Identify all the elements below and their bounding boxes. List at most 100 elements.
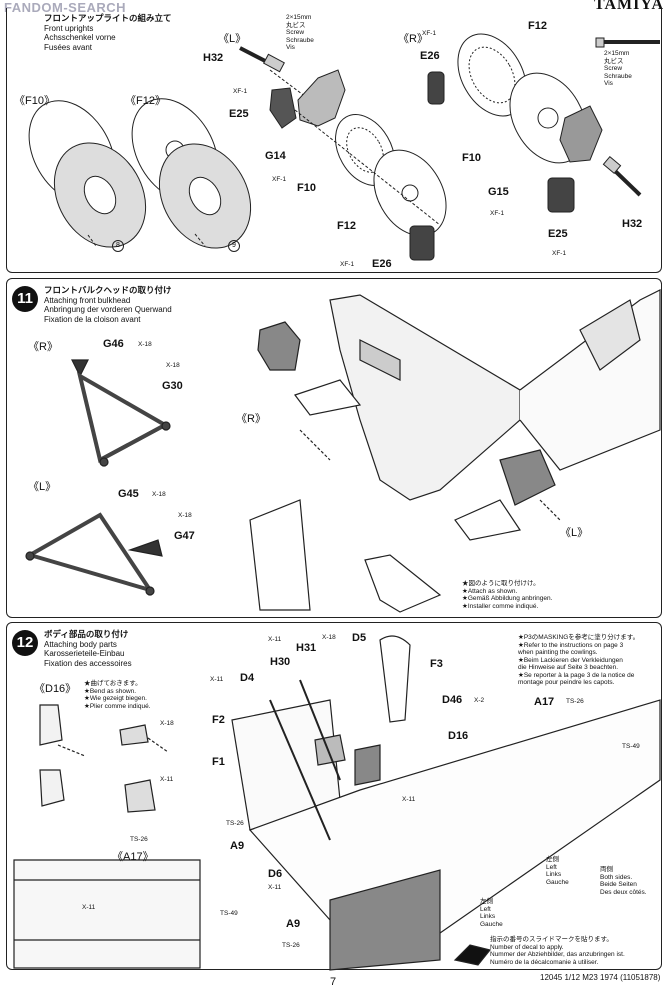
part-f10-l: F10 [297,182,316,194]
part-d4: D4 [240,672,255,684]
step10-screw-text-r: 2×15mm 丸ビス Screw Schraube Vis [604,50,632,87]
step12-left-text: 左側 Left Links Gauche [546,856,569,886]
step12-number: 12 [12,630,38,656]
color-x18-g47: X-18 [178,512,192,519]
color-xf1-e25-r: XF-1 [552,250,567,257]
step11-title-fr: Fixation de la cloison avant [44,314,141,324]
step12-label-d16: 《D16》 [34,683,77,695]
part-f3: F3 [430,658,443,670]
step11-label-r2: 《R》 [236,413,266,425]
part-e26-r: E26 [420,50,440,62]
part-f2: F2 [212,714,225,726]
color-x11-h31: X-11 [268,636,282,643]
step11-panel [6,278,662,618]
color-ts49-floor: TS-49 [220,910,238,917]
color-ts26-a9: TS-26 [226,820,244,827]
step12-masking-note: ★P3のMASKINGを参考に塗り分けます。 ★Refer to the ins… [518,634,640,686]
part-a9b: A9 [286,918,301,930]
color-ts26-a17: TS-26 [130,836,148,843]
color-x18-g46: X-18 [138,341,152,348]
step10-label-r: 《R》 [398,33,428,45]
part-a9: A9 [230,840,245,852]
step12-title-de: Karosserieteile-Einbau [44,649,125,658]
part-e26-l: E26 [372,258,392,270]
footer-code: 12045 1/12 M23 1974 (11051878) [540,973,661,982]
color-xf1-r: XF-1 [422,30,437,37]
step11-label-l: 《L》 [28,481,57,493]
color-x18-g30: X-18 [166,362,180,369]
part-e25-r: E25 [548,228,568,240]
step10-num8: 8 [112,240,124,252]
step11-label-r: 《R》 [28,341,58,353]
step10-title-fr: Fusées avant [44,42,93,52]
part-d6: D6 [268,868,283,880]
step11-label-l2: 《L》 [560,527,589,539]
step11-note: ★図のように取り付けけ。 ★Attach as shown. ★Gemäß Ab… [462,580,553,610]
part-d46: D46 [442,694,463,706]
step12-both-text: 両側 Both sides. Beide Seiten Des deux côt… [600,866,647,896]
color-xf1-g14: XF-1 [272,176,287,183]
color-ts49-r: TS-49 [622,743,640,750]
part-g15: G15 [488,186,509,198]
page-number: 7 [330,976,337,988]
step11-title-jp: フロントバルクヘッドの取り付け [44,285,172,295]
step12-label-a17: 《A17》 [112,851,154,863]
step11-title-de: Anbringung der vorderen Querwand [44,305,172,314]
part-h32-l: H32 [203,52,224,64]
step10-title-jp: フロントアップライトの組み立て [44,13,172,23]
step12-title: ボディ部品の取り付け Attaching body parts Karosser… [44,629,132,668]
part-d5: D5 [352,632,367,644]
part-a17: A17 [534,696,555,708]
step11-number: 11 [12,286,38,312]
part-h32-r: H32 [622,218,643,230]
step12-left-text2: 左側 Left Links Gauche [480,898,503,928]
color-x2-d46: X-2 [474,697,485,704]
color-x11-floor: X-11 [82,904,96,911]
step12-title-en: Attaching body parts [44,639,117,649]
step11-title: フロントバルクヘッドの取り付け Attaching front bulkhead… [44,285,172,324]
part-g30: G30 [162,380,183,392]
part-h31: H31 [296,642,317,654]
step12-bend-note: ★曲げておきます。 ★Bend as shown. ★Wie gezeigt b… [84,680,151,710]
step10-screw-text: 2×15mm 丸ビス Screw Schraube Vis [286,14,314,51]
part-g14: G14 [265,150,286,162]
part-f12-l: F12 [337,220,356,232]
brand-logo: TAMIYA [593,0,664,13]
part-e25-l: E25 [229,108,249,120]
part-d16: D16 [448,730,469,742]
step12-decal-note: 指示の番号のスライドマークを貼ります。 Number of decal to a… [490,936,625,966]
color-ts26-a9b: TS-26 [282,942,300,949]
part-g45: G45 [118,488,139,500]
watermark: FANDOM-SEARCH [4,0,127,15]
color-xf1-e26: XF-1 [340,261,355,268]
step10-title: フロントアップライトの組み立て Front uprights Achsschen… [44,13,172,52]
part-g46: G46 [103,338,124,350]
part-f10-r: F10 [462,152,481,164]
color-xf1-g15: XF-1 [490,210,505,217]
step10-title-de: Achsschenkel vorne [44,33,116,42]
color-x18-g45: X-18 [152,491,166,498]
part-h30: H30 [270,656,291,668]
step10-num9: 9 [228,240,240,252]
step10-label-l: 《L》 [218,33,247,45]
step10-label-f10: 《F10》 [14,95,55,107]
step10-panel [6,8,662,273]
step12-title-fr: Fixation des accessoires [44,658,132,668]
color-x11-body: X-11 [402,796,416,803]
color-x11-d6: X-11 [268,884,282,891]
color-x18-d5: X-18 [322,634,336,641]
color-x18-d16: X-18 [160,720,174,727]
step11-title-en: Attaching front bulkhead [44,295,131,305]
color-x11-d4: X-11 [210,676,224,683]
step10-label-f12: 《F12》 [125,95,166,107]
part-f12-r: F12 [528,20,547,32]
color-ts26-a17r: TS-26 [566,698,584,705]
color-x11-d16: X-11 [160,776,174,783]
step10-title-en: Front uprights [44,23,94,33]
part-f1: F1 [212,756,225,768]
color-xf1-l: XF-1 [233,88,248,95]
part-g47: G47 [174,530,195,542]
